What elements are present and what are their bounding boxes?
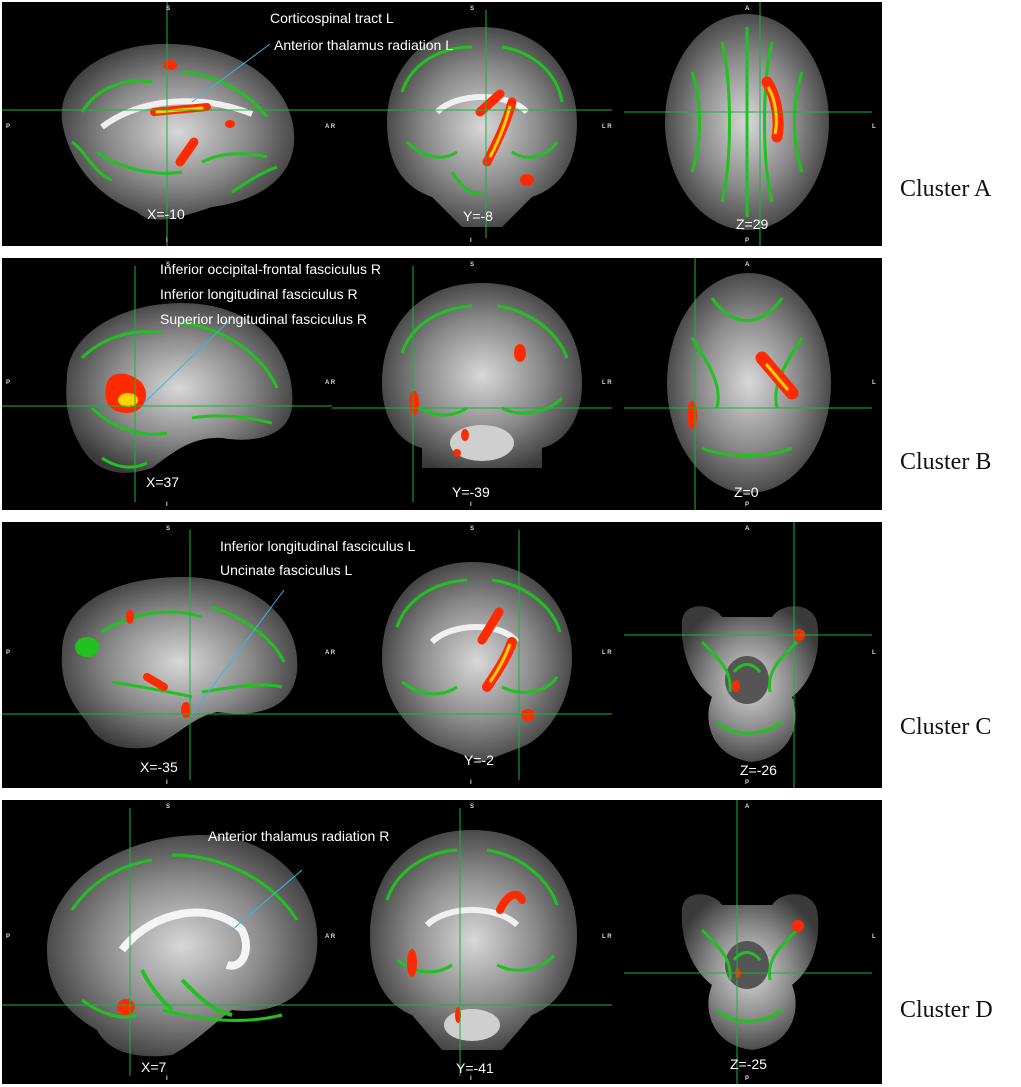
tract-label: Uncinate fasciculus L bbox=[220, 562, 353, 578]
orient-posterior: P bbox=[745, 238, 750, 244]
orient-posterior: P bbox=[745, 1076, 750, 1082]
sagittal-slice bbox=[2, 808, 332, 1076]
coronal-coordinate: Y=-8 bbox=[463, 208, 493, 224]
axial-coordinate: Z=-26 bbox=[740, 762, 777, 778]
orient-superior: S bbox=[166, 262, 171, 268]
orient-superior: S bbox=[470, 526, 475, 532]
orient-superior: S bbox=[166, 804, 171, 810]
tract-label: Anterior thalamus radiation L bbox=[274, 37, 453, 53]
cluster-d-label: Cluster D bbox=[900, 997, 993, 1023]
orient-superior: S bbox=[166, 6, 171, 12]
orient-ar: A R bbox=[325, 650, 336, 656]
sagittal-slice bbox=[2, 2, 332, 246]
cluster-c-label: Cluster C bbox=[900, 714, 992, 740]
orient-inferior: I bbox=[166, 1076, 168, 1082]
orient-inferior: I bbox=[470, 502, 472, 508]
sagittal-coordinate: X=-10 bbox=[147, 206, 185, 222]
coronal-slice bbox=[332, 808, 612, 1076]
cluster-a-label: Cluster A bbox=[900, 176, 992, 202]
orient-posterior: P bbox=[745, 502, 750, 508]
sagittal-coordinate: X=7 bbox=[141, 1059, 167, 1075]
orient-left: L bbox=[872, 934, 876, 940]
orient-lr: L R bbox=[602, 380, 612, 386]
orient-inferior: I bbox=[470, 1076, 472, 1082]
orient-superior: S bbox=[470, 6, 475, 12]
orient-anterior: A bbox=[745, 6, 750, 12]
tract-label: Inferior longitudinal fasciculus L bbox=[220, 538, 416, 554]
orient-inferior: I bbox=[470, 238, 472, 244]
sagittal-coordinate: X=-35 bbox=[140, 759, 178, 775]
orient-lr: L R bbox=[602, 934, 612, 940]
tract-label: Corticospinal tract L bbox=[270, 10, 394, 26]
cluster-a-panel: S I P A R S I L R A P L X=-10 Y=-8 Z=29 … bbox=[2, 2, 882, 246]
coronal-coordinate: Y=-41 bbox=[456, 1060, 494, 1076]
orient-inferior: I bbox=[166, 502, 168, 508]
cluster-d-panel: S I P A R S I L R A P L X=7 Y=-41 Z=-25 … bbox=[2, 800, 882, 1084]
axial-coordinate: Z=0 bbox=[734, 484, 759, 500]
cluster-b-panel: S I P A R S I L R A P L X=37 Y=-39 Z=0 I… bbox=[2, 258, 882, 510]
axial-coordinate: Z=29 bbox=[736, 216, 769, 232]
orient-left: L bbox=[872, 650, 876, 656]
coronal-slice bbox=[332, 266, 612, 502]
orient-posterior: P bbox=[745, 780, 750, 786]
tract-label: Anterior thalamus radiation R bbox=[208, 828, 390, 844]
cluster-b-label: Cluster B bbox=[900, 449, 992, 475]
orient-anterior: A bbox=[745, 526, 750, 532]
axial-coordinate: Z=-25 bbox=[730, 1056, 767, 1072]
axial-slice bbox=[624, 522, 872, 788]
tract-label: Superior longitudinal fasciculus R bbox=[160, 311, 367, 327]
sagittal-slice bbox=[2, 530, 332, 780]
orient-posterior: P bbox=[6, 380, 11, 386]
coronal-coordinate: Y=-39 bbox=[452, 484, 490, 500]
axial-slice bbox=[624, 800, 872, 1084]
coronal-coordinate: Y=-2 bbox=[464, 752, 494, 768]
sagittal-coordinate: X=37 bbox=[146, 474, 180, 490]
sagittal-slice bbox=[2, 266, 332, 502]
orient-anterior: A bbox=[745, 262, 750, 268]
orient-ar: A R bbox=[325, 124, 336, 130]
orient-superior: S bbox=[166, 526, 171, 532]
coronal-slice bbox=[332, 10, 612, 238]
orient-superior: S bbox=[470, 262, 475, 268]
orient-inferior: I bbox=[166, 238, 168, 244]
orient-posterior: P bbox=[6, 124, 11, 130]
orient-lr: L R bbox=[602, 650, 612, 656]
tract-label: Inferior occipital-frontal fasciculus R bbox=[160, 261, 381, 277]
orient-ar: A R bbox=[325, 380, 336, 386]
cluster-c-panel: S I P A R S I L R A P L X=-35 Y=-2 Z=-26… bbox=[2, 522, 882, 788]
orient-inferior: I bbox=[166, 780, 168, 786]
orient-left: L bbox=[872, 380, 876, 386]
orient-posterior: P bbox=[6, 934, 11, 940]
orient-superior: S bbox=[470, 804, 475, 810]
tract-label: Inferior longitudinal fasciculus R bbox=[160, 286, 358, 302]
orient-lr: L R bbox=[602, 124, 612, 130]
orient-inferior: I bbox=[470, 780, 472, 786]
coronal-slice bbox=[332, 530, 612, 780]
axial-slice bbox=[624, 258, 872, 510]
orient-anterior: A bbox=[745, 804, 750, 810]
orient-posterior: P bbox=[6, 650, 11, 656]
orient-left: L bbox=[872, 124, 876, 130]
axial-slice bbox=[624, 2, 872, 246]
orient-ar: A R bbox=[325, 934, 336, 940]
